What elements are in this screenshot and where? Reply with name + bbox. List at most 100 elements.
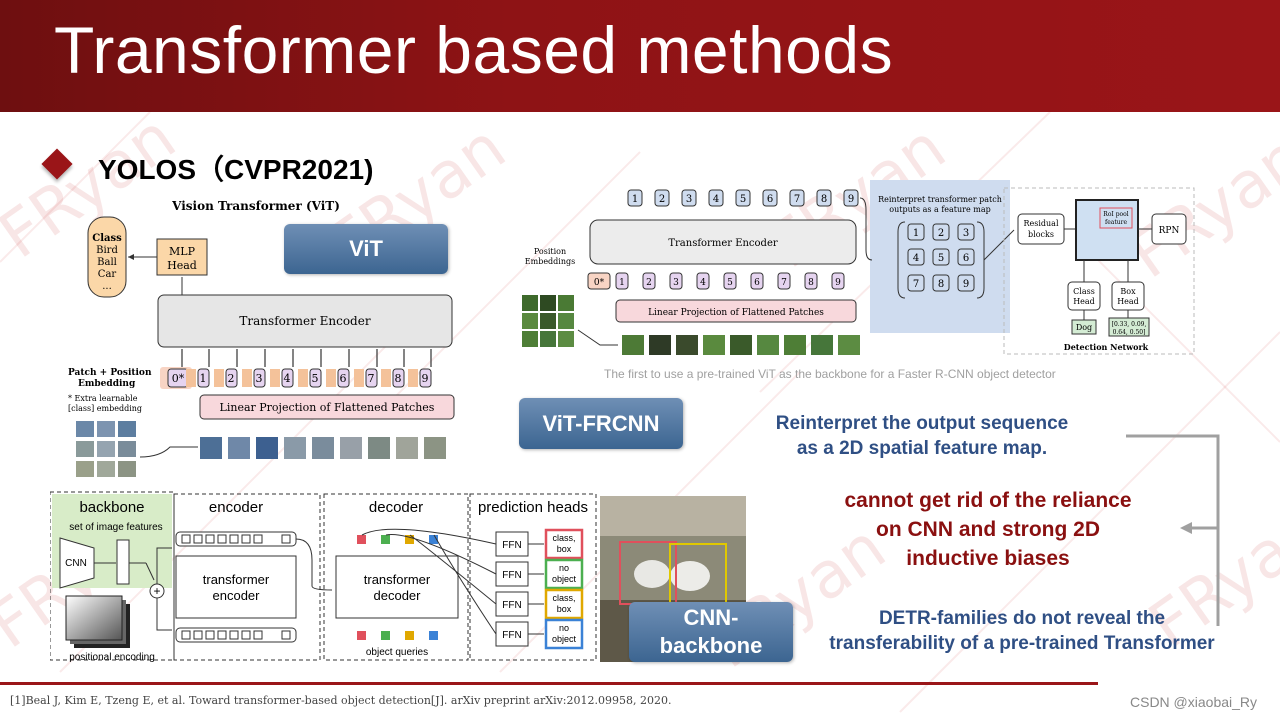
svg-text:6: 6 — [963, 253, 969, 264]
svg-text:6: 6 — [754, 278, 760, 288]
svg-text:[class] embedding: [class] embedding — [68, 404, 142, 413]
svg-text:Transformer Encoder: Transformer Encoder — [668, 238, 778, 249]
cnn-backbone-badge: CNN- backbone — [629, 602, 793, 662]
prediction-outputs: class, box no object class, box no objec… — [544, 528, 584, 650]
svg-text:3: 3 — [686, 194, 692, 205]
frcnn-transformer-encoder — [589, 219, 857, 265]
vit-badge: ViT — [284, 224, 448, 274]
svg-text:7: 7 — [794, 194, 800, 205]
vit-token-row: 0* 1 2 3 4 5 6 7 8 9 — [167, 368, 432, 388]
transformer-decoder-box — [335, 555, 459, 619]
svg-text:Embedding: Embedding — [78, 379, 136, 389]
svg-text:4: 4 — [913, 253, 919, 264]
svg-text:[0.33, 0.09,: [0.33, 0.09, — [1112, 321, 1147, 328]
svg-text:Ball: Ball — [97, 257, 117, 268]
svg-text:object: object — [552, 574, 577, 584]
svg-text:5: 5 — [740, 194, 746, 205]
svg-text:object queries: object queries — [366, 647, 428, 658]
svg-text:5: 5 — [312, 372, 319, 385]
vit-transformer-encoder — [157, 294, 453, 348]
svg-text:decoder: decoder — [369, 499, 423, 516]
svg-text:9: 9 — [422, 372, 429, 385]
svg-text:8: 8 — [808, 278, 814, 288]
svg-text:Class: Class — [92, 233, 122, 244]
svg-text:1: 1 — [632, 194, 638, 205]
svg-text:Linear Projection of Flattened: Linear Projection of Flattened Patches — [220, 401, 435, 414]
svg-text:2: 2 — [938, 228, 944, 239]
svg-text:Embeddings: Embeddings — [525, 257, 575, 266]
svg-text:4: 4 — [700, 278, 706, 288]
svg-text:2: 2 — [659, 194, 665, 205]
svg-text:Detection Network: Detection Network — [1064, 342, 1149, 352]
roi-pool — [1099, 207, 1133, 229]
frcnn-input-patches — [522, 295, 860, 355]
svg-text:2: 2 — [646, 278, 652, 288]
svg-text:transformer: transformer — [203, 572, 270, 587]
svg-text:MLP: MLP — [169, 245, 196, 258]
svg-text:3: 3 — [256, 372, 263, 385]
svg-text:box: box — [557, 544, 572, 554]
svg-text:RPN: RPN — [1159, 226, 1180, 236]
svg-text:box: box — [557, 604, 572, 614]
class-box — [87, 216, 127, 298]
svg-text:Position: Position — [534, 247, 566, 256]
svg-text:class,: class, — [552, 593, 575, 603]
svg-text:FFN: FFN — [502, 540, 521, 551]
svg-text:9: 9 — [848, 194, 854, 205]
positional-encoding-image — [65, 595, 123, 641]
svg-text:Box: Box — [1120, 287, 1136, 296]
vit-figure-title: Vision Transformer (ViT) — [171, 199, 340, 213]
svg-text:Dog: Dog — [1076, 323, 1092, 332]
note-detr: DETR-families do not reveal the transfer… — [829, 608, 1215, 654]
svg-text:no: no — [559, 563, 569, 573]
svg-text:1: 1 — [913, 228, 919, 239]
frcnn-caption: The first to use a pre-trained ViT as th… — [604, 367, 1056, 381]
svg-text:Head: Head — [1117, 297, 1139, 306]
svg-text:* Extra learnable: * Extra learnable — [68, 394, 138, 403]
svg-text:Residual: Residual — [1023, 219, 1058, 228]
svg-text:Head: Head — [1073, 297, 1095, 306]
svg-text:7: 7 — [781, 278, 787, 288]
note-reinterpret: Reinterpret the output sequence as a 2D … — [775, 413, 1069, 459]
svg-text:Reinterpret transformer patch: Reinterpret transformer patch — [878, 195, 1002, 204]
ffn-column: FFN FFN FFN FFN — [495, 531, 529, 647]
vit-frcnn-badge: ViT-FRCNN — [519, 398, 683, 449]
svg-text:decoder: decoder — [374, 588, 422, 603]
svg-text:encoder: encoder — [209, 499, 263, 516]
svg-text:7: 7 — [913, 279, 919, 290]
svg-text:0*: 0* — [172, 372, 185, 385]
svg-text:Linear Projection of Flattened: Linear Projection of Flattened Patches — [648, 308, 824, 318]
svg-text:FFN: FFN — [502, 630, 521, 641]
svg-text:Transformer Encoder: Transformer Encoder — [239, 314, 370, 328]
footer-divider — [0, 682, 1098, 685]
bracket-connector — [1126, 434, 1220, 626]
svg-text:2: 2 — [228, 372, 235, 385]
slide-title: Transformer based methods — [54, 13, 894, 87]
svg-text:...: ... — [102, 281, 112, 292]
svg-text:6: 6 — [340, 372, 347, 385]
svg-text:5: 5 — [938, 253, 944, 264]
svg-text:1: 1 — [619, 278, 625, 288]
box-output — [1108, 317, 1150, 337]
svg-text:4: 4 — [713, 194, 719, 205]
vit-linear-projection — [199, 394, 455, 420]
diamond-bullet-icon — [41, 148, 73, 180]
svg-text:blocks: blocks — [1028, 230, 1054, 239]
svg-text:Bird: Bird — [96, 245, 118, 256]
credit-watermark: CSDN @xiaobai_Ry — [1130, 694, 1258, 710]
svg-text:6: 6 — [767, 194, 773, 205]
svg-text:8: 8 — [395, 372, 402, 385]
dog-output — [1071, 319, 1097, 335]
transformer-encoder-box — [175, 555, 297, 619]
cnn-block — [59, 537, 95, 589]
frcnn-token-row: 0* 1 2 3 4 5 6 7 8 9 — [587, 272, 845, 290]
vit-frcnn-figure: 1 2 3 4 5 6 7 8 9 Transformer Encoder Po… — [522, 180, 1195, 355]
svg-text:class,: class, — [552, 533, 575, 543]
reference-citation: [1]Beal J, Kim E, Tzeng E, et al. Toward… — [10, 694, 672, 707]
svg-text:0*: 0* — [594, 278, 605, 288]
svg-text:Patch + Position: Patch + Position — [68, 368, 152, 378]
svg-text:CNN: CNN — [65, 558, 87, 569]
title-bar: Transformer based methods — [0, 0, 1280, 112]
svg-text:outputs as a feature map: outputs as a feature map — [889, 205, 990, 214]
note-reliance: cannot get rid of the reliance on CNN an… — [844, 489, 1132, 570]
